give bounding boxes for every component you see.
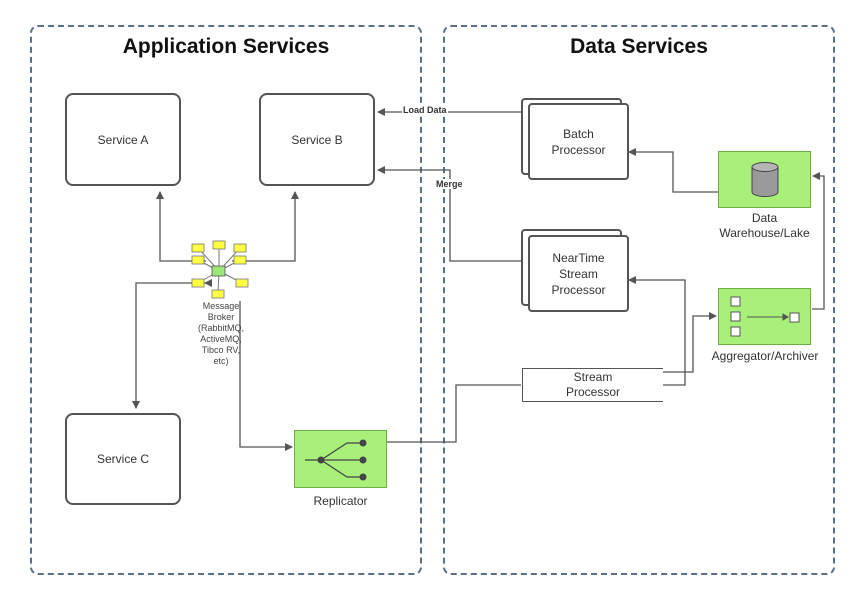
merge-label: Merge [435,179,464,189]
edge-stream-neartime [628,276,686,386]
service-c-box: Service C [65,413,181,505]
data-services-title: Data Services [570,35,708,58]
service-b-box: Service B [259,93,375,186]
load-data-label: Load Data [402,105,448,115]
database-icon [751,162,779,197]
edge-stream-aggregator [663,312,717,373]
edge-broker-service-c [132,279,212,409]
service-c-label: Service C [96,452,149,466]
application-services-region: Application Services [30,25,422,575]
aggregator-label: Aggregator/Archiver [711,349,819,363]
application-services-title: Application Services [122,35,330,58]
edge-warehouse-batch [628,148,718,193]
data-warehouse-box [718,151,811,208]
message-broker-icon [191,240,249,299]
batch-processor-box: Batch Processor [528,103,629,180]
aggregator-icon [730,296,800,337]
replicator-fanout-icon [305,439,367,481]
replicator-box [294,430,387,488]
edge-broker-replicator [239,301,293,451]
edge-broker-service-a [156,191,206,262]
neartime-processor-box: NearTime Stream Processor [528,235,629,312]
stream-processor-box: Stream Processor [522,368,663,402]
message-broker-label: Message Broker (RabbitMQ, ActiveMQ, Tibc… [197,301,244,366]
service-a-box: Service A [65,93,181,186]
data-services-region: Data Services [443,25,835,575]
edge-aggregator-warehouse [812,172,825,310]
edge-replicator-stream [387,384,521,443]
aggregator-box [718,288,811,345]
edge-broker-service-b [232,191,299,262]
service-b-label: Service B [291,132,343,147]
service-a-label: Service A [97,132,149,147]
replicator-label: Replicator [313,494,368,508]
data-warehouse-label: Data Warehouse/Lake [719,211,810,240]
edge-merge [377,166,522,262]
